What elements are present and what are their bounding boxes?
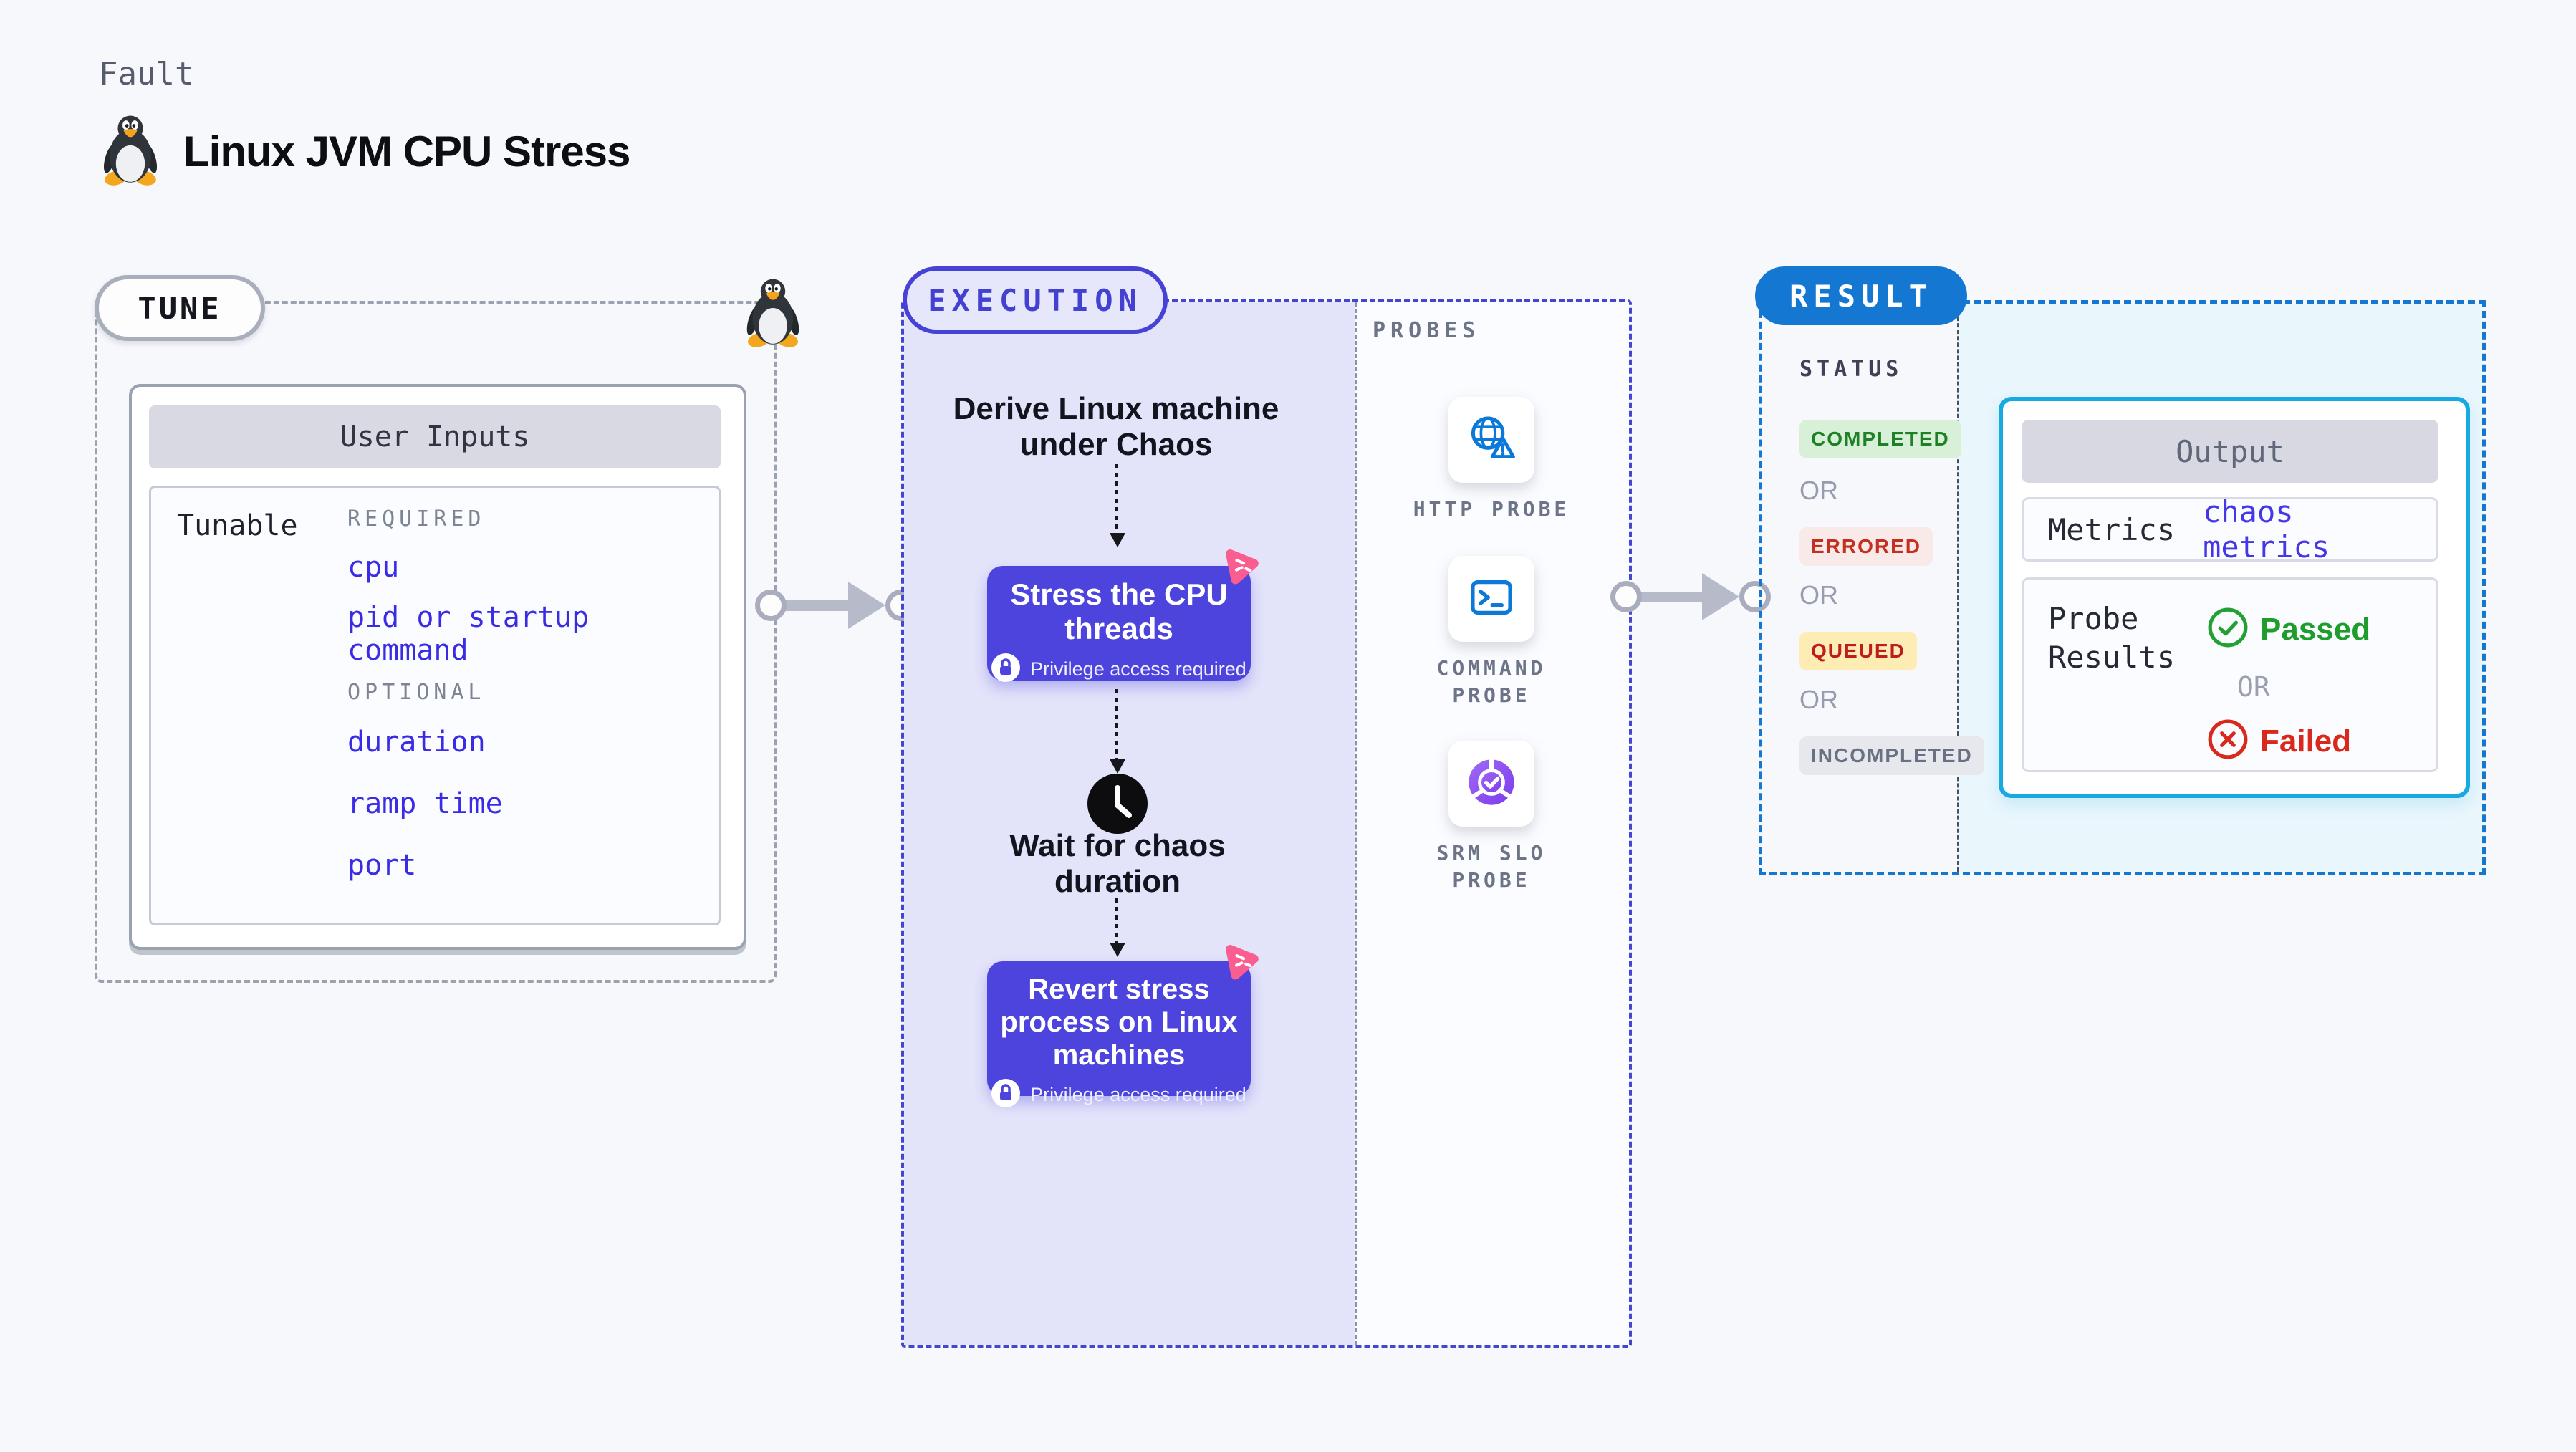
result-badge: RESULT	[1755, 266, 1967, 325]
output-card: Output Metrics chaos metrics Probe Resul…	[1999, 397, 2470, 798]
privilege-note: Privilege access required	[1030, 1084, 1246, 1105]
http-probe-label: HTTP PROBE	[1413, 497, 1570, 521]
page-header: Linux JVM CPU Stress	[99, 113, 631, 190]
revert-step-title: Revert stress process on Linux machines	[1000, 973, 1238, 1071]
flow-connector	[1115, 464, 1118, 533]
or-label: OR	[2237, 671, 2270, 703]
tunable-pid-or-startup-command[interactable]: pid or startup command	[347, 601, 590, 667]
slo-pie-icon	[1464, 754, 1519, 814]
metrics-value[interactable]: chaos metrics	[2203, 494, 2330, 564]
required-label: REQUIRED	[347, 506, 486, 532]
metrics-label: Metrics	[2048, 511, 2176, 547]
chaos-brand-icon	[1221, 940, 1262, 985]
linux-tux-icon	[99, 113, 162, 190]
or-label: OR	[1799, 476, 1838, 505]
passed-label: Passed	[2260, 611, 2371, 647]
srm-slo-probe-label: SRM SLO PROBE	[1436, 841, 1547, 892]
status-badge-queued: QUEUED	[1799, 632, 1917, 670]
output-title: Output	[2022, 420, 2438, 483]
execution-section	[901, 299, 1632, 1348]
or-label: OR	[1799, 580, 1838, 610]
probe-results-row: Probe Results Passed OR	[2022, 577, 2438, 772]
page-title: Linux JVM CPU Stress	[183, 128, 631, 176]
arrow-down-icon	[1110, 533, 1125, 547]
revert-step: Revert stress process on Linux machines …	[987, 945, 1259, 1107]
check-circle-icon	[2207, 607, 2249, 652]
connector-dot	[1739, 581, 1771, 612]
or-label: OR	[1799, 685, 1838, 714]
execution-badge: EXECUTION	[903, 266, 1168, 334]
passed-result: Passed	[2207, 607, 2370, 652]
tune-badge: TUNE	[95, 275, 265, 341]
command-probe-card[interactable]	[1448, 556, 1534, 642]
user-inputs-card: User Inputs Tunable REQUIRED cpu pid or …	[129, 384, 746, 950]
command-probe-label: COMMAND PROBE	[1436, 656, 1547, 707]
lock-icon	[991, 653, 1021, 686]
terminal-icon	[1464, 570, 1519, 628]
status-label: STATUS	[1799, 357, 1903, 382]
stress-cpu-step: Stress the CPU threads Privilege access …	[987, 549, 1259, 682]
linux-tux-icon	[742, 277, 804, 352]
globe-alert-icon	[1464, 410, 1519, 470]
metrics-row: Metrics chaos metrics	[2022, 494, 2438, 564]
probe-results-label: Probe Results	[2048, 601, 2176, 675]
arrow-down-icon	[1110, 943, 1125, 957]
flow-connector	[1115, 689, 1118, 759]
tunable-duration[interactable]: duration	[347, 726, 486, 759]
optional-label: OPTIONAL	[347, 680, 486, 705]
tunable-ramp-time[interactable]: ramp time	[347, 787, 503, 820]
tunable-port[interactable]: port	[347, 849, 417, 882]
chaos-brand-icon	[1221, 544, 1262, 590]
tune-section	[95, 301, 777, 983]
privilege-note: Privilege access required	[1030, 658, 1246, 680]
wait-clock-icon	[1087, 774, 1148, 837]
status-badge-errored: ERRORED	[1799, 527, 1933, 566]
flow-connector	[1115, 898, 1118, 943]
failed-label: Failed	[2260, 723, 2352, 759]
tunable-cpu[interactable]: cpu	[347, 551, 400, 584]
x-circle-icon	[2207, 718, 2249, 764]
arrow-down-icon	[1110, 759, 1125, 774]
connector-dot	[1610, 581, 1642, 612]
http-probe-card[interactable]	[1448, 397, 1534, 483]
connector-dot	[755, 590, 787, 621]
user-inputs-table: Tunable REQUIRED cpu pid or startup comm…	[149, 486, 721, 925]
tunable-label: Tunable	[177, 509, 298, 542]
lock-icon	[991, 1079, 1021, 1111]
failed-result: Failed	[2207, 718, 2351, 764]
srm-slo-probe-card[interactable]	[1448, 741, 1534, 827]
user-inputs-title: User Inputs	[149, 405, 721, 468]
stress-step-title: Stress the CPU threads	[1010, 577, 1228, 645]
status-badge-incompleted: INCOMPLETED	[1799, 736, 1984, 775]
fault-kicker: Fault	[99, 56, 194, 92]
wait-step: Wait for chaos duration	[1009, 828, 1226, 899]
status-badge-completed: COMPLETED	[1799, 420, 1961, 458]
derive-step: Derive Linux machine under Chaos	[953, 391, 1279, 462]
probes-label: PROBES	[1373, 318, 1481, 343]
